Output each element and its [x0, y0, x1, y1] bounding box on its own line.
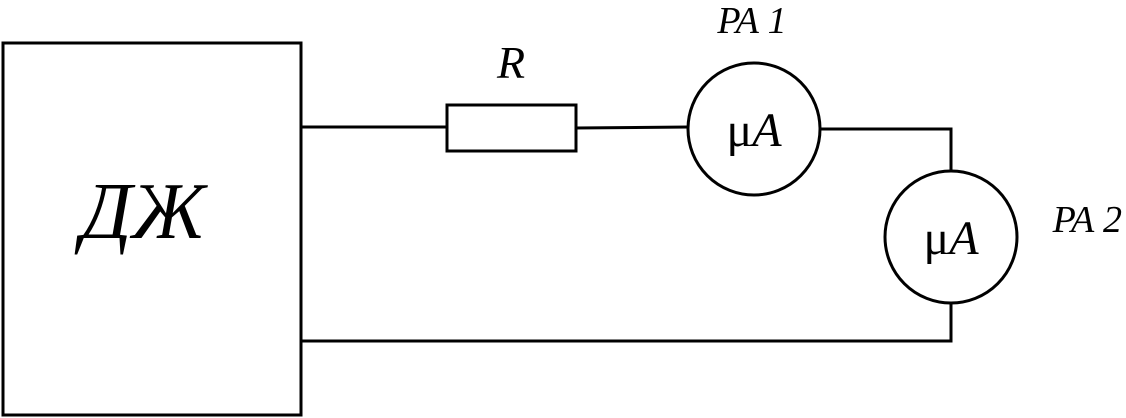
meter2-unit-prefix: μ — [923, 212, 949, 265]
meter2-symbol: μA — [923, 212, 979, 265]
meter1-unit: A — [749, 104, 782, 157]
wire-meter1-to-meter2 — [818, 127, 953, 174]
meter1-unit-prefix: μ — [726, 104, 752, 157]
wire-resistor-to-meter1 — [574, 125, 690, 130]
meter2-unit: A — [946, 212, 979, 265]
resistor — [445, 103, 578, 153]
microammeter-pa2 — [883, 169, 1019, 305]
meter1-symbol: μA — [726, 104, 782, 157]
meter2-label: PA 2 — [1052, 199, 1122, 241]
bottom-wire-meter2-to-source — [299, 300, 953, 343]
resistor-label: R — [496, 37, 525, 88]
microammeter-pa1 — [686, 61, 822, 197]
meter1-label: PA 1 — [716, 0, 786, 42]
source-label: ДЖ — [74, 168, 209, 256]
source-block — [1, 41, 303, 417]
